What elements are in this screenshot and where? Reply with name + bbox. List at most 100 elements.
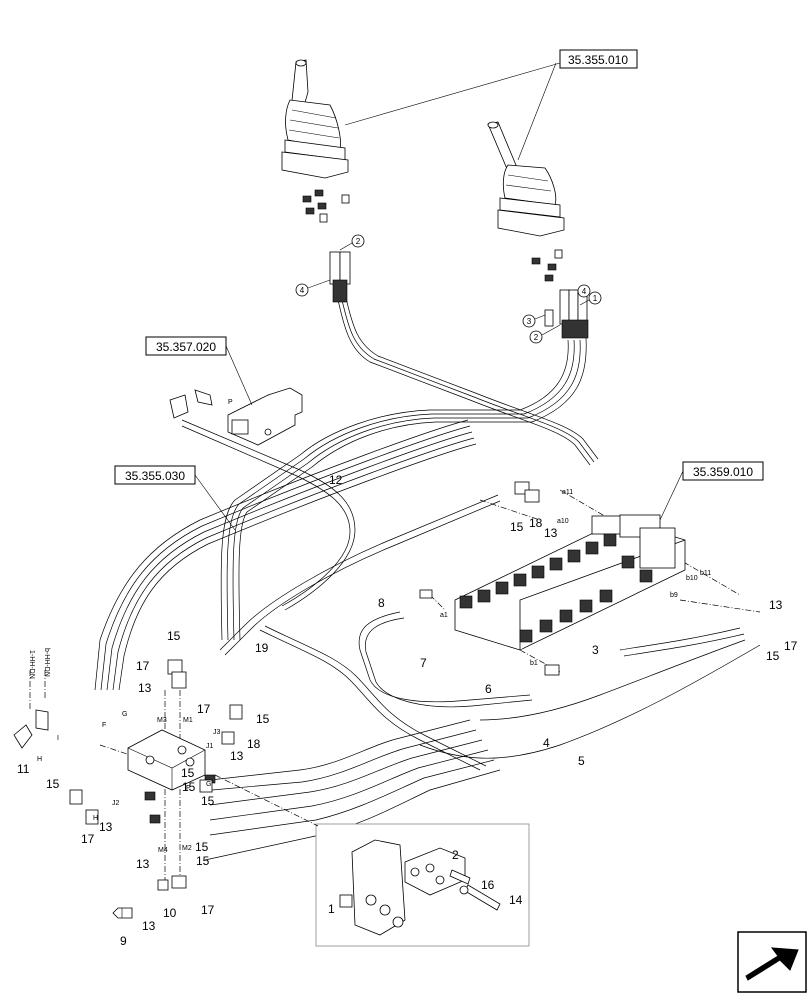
bubble-right-3: 3	[527, 317, 532, 326]
pilot-valve	[169, 387, 303, 446]
side-label-right: b-HH-DN	[43, 648, 50, 677]
hose-3-4-5	[419, 627, 761, 759]
port-a1: a1	[440, 612, 448, 619]
valve-spools	[459, 533, 653, 643]
callout-8: 8	[378, 596, 385, 610]
callout-15-d: 15	[256, 712, 270, 726]
callout-18-b: 18	[247, 737, 261, 751]
callout-18-a: 18	[529, 516, 543, 530]
callout-13-c: 13	[138, 681, 152, 695]
port-H1: H	[37, 756, 42, 763]
callout-1: 1	[328, 902, 335, 916]
callout-2: 2	[452, 848, 459, 862]
port-I1: I	[57, 735, 59, 742]
callout-17-d: 17	[81, 832, 95, 846]
ref-joystick-label: 35.355.010	[568, 53, 628, 67]
detail-inset	[214, 774, 530, 947]
bubble-left-4: 4	[300, 286, 305, 295]
callout-13-g: 13	[142, 919, 156, 933]
port-b11: b11	[700, 570, 711, 577]
hose-bundle-joystick-left	[337, 297, 599, 466]
ref-joystick: 35.355.010	[344, 49, 638, 161]
callout-15-c: 15	[167, 629, 181, 643]
hose-bundle-long-left	[94, 419, 477, 691]
port-labels: a11 a10 a1 b1 b9 b10 b11 M1 M3 M2 M4 J1 …	[37, 399, 711, 854]
callout-19: 19	[255, 641, 269, 655]
callout-4: 4	[543, 736, 550, 750]
port-P: P	[228, 399, 233, 406]
callout-9: 9	[120, 934, 127, 948]
fittings-manifold	[13, 659, 243, 891]
hose-end-left-2	[339, 251, 351, 285]
bubble-right-1: 1	[593, 294, 598, 303]
port-M4: M4	[158, 847, 168, 854]
port-b9: b9	[670, 592, 678, 599]
callout-13-e: 13	[99, 820, 113, 834]
callout-17-c: 17	[197, 702, 211, 716]
port-F2: F	[102, 722, 106, 729]
callout-15-i: 15	[195, 840, 209, 854]
circled-bubbles: 4 2 1 4 3 2	[295, 234, 602, 344]
ref-pilot-valve-label: 35.357.020	[156, 340, 216, 354]
callout-15-g: 15	[182, 780, 196, 794]
arrow-nav-icon[interactable]	[737, 931, 807, 993]
ref-manifold: 35.355.030	[114, 465, 236, 531]
port-b10: b10	[686, 575, 698, 582]
hose-8	[219, 494, 501, 656]
port-b1: b1	[530, 660, 538, 667]
callout-10: 10	[163, 906, 177, 920]
port-G2: G	[206, 781, 211, 788]
fittings-right	[531, 249, 563, 282]
callout-13-a: 13	[544, 526, 558, 540]
callout-16: 16	[481, 878, 495, 892]
port-J3: J3	[213, 729, 221, 736]
port-M2: M2	[182, 845, 192, 852]
callout-15-f: 15	[181, 766, 195, 780]
ref-pilot-valve: 35.357.020	[145, 336, 253, 406]
callout-14: 14	[509, 893, 523, 907]
hose-bundle-joystick-right	[220, 337, 587, 641]
port-M1: M1	[183, 717, 193, 724]
port-J2: J2	[112, 800, 120, 807]
callout-15-h: 15	[201, 794, 215, 808]
callout-15-b: 15	[766, 649, 780, 663]
hose-pilot-12	[181, 419, 356, 611]
callout-6: 6	[485, 682, 492, 696]
port-a10: a10	[557, 518, 569, 525]
hose-19-7-6	[259, 611, 533, 771]
callout-5: 5	[578, 754, 585, 768]
callout-13-b: 13	[769, 598, 783, 612]
bubble-right-4: 4	[582, 287, 587, 296]
callout-17-b: 17	[136, 659, 150, 673]
manifold-block	[127, 729, 216, 824]
callout-15-a: 15	[510, 520, 524, 534]
control-valve-bank	[419, 481, 686, 676]
callout-17-a: 17	[784, 639, 798, 653]
joystick-left	[281, 59, 351, 303]
callout-15-j: 15	[196, 854, 210, 868]
hose-end-left-1	[329, 251, 341, 285]
callout-7: 7	[420, 656, 427, 670]
fittings-left	[302, 189, 350, 223]
port-F1: F	[186, 785, 190, 792]
port-J1: J1	[206, 743, 214, 750]
port-H2: H	[93, 815, 98, 822]
joystick-right	[487, 121, 589, 339]
hose-end-right-1	[559, 289, 570, 325]
callouts: 12 8 19 7 6 3 4 5 15 18 13 13 17 15 15 1…	[17, 473, 798, 948]
port-M3: M3	[157, 717, 167, 724]
callout-13-f: 13	[136, 857, 150, 871]
callout-13-d: 13	[230, 749, 244, 763]
ref-manifold-label: 35.355.030	[125, 469, 185, 483]
side-labels: 1-HH-DN b-HH-DN	[28, 648, 50, 679]
bubble-left-2: 2	[356, 237, 361, 246]
plug-9	[112, 907, 133, 919]
callout-12: 12	[329, 473, 343, 487]
callout-17-e: 17	[201, 903, 215, 917]
callout-15-e: 15	[46, 777, 60, 791]
callout-3: 3	[592, 643, 599, 657]
ref-control-valve: 35.359.010	[659, 461, 764, 521]
side-label-left: 1-HH-DN	[28, 650, 35, 679]
port-G1: G	[122, 711, 127, 718]
